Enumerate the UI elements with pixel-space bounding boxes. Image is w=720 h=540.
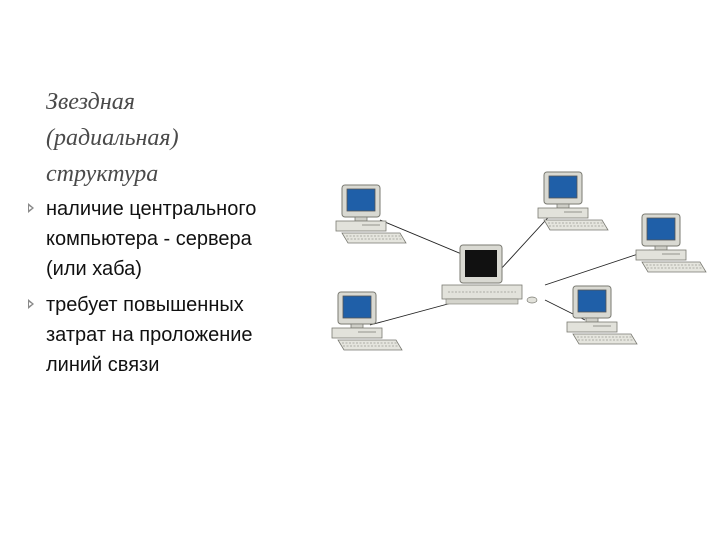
bullet-text: требует повышенных затрат на проложение …	[46, 290, 312, 380]
title-line: Звездная	[46, 89, 135, 115]
bullet-line: затрат на проложение	[46, 324, 253, 346]
bullet-arrow-icon	[28, 299, 34, 309]
slide-title: Звездная (радиальная) структура	[46, 84, 296, 192]
workstation-icon	[537, 171, 609, 231]
bullet-item: требует повышенных затрат на проложение …	[22, 290, 312, 380]
bullet-arrow-icon	[28, 203, 34, 213]
workstation-icon	[331, 291, 403, 351]
bullet-item: наличие центрального компьютера - сервер…	[22, 194, 312, 284]
title-line: структура	[46, 161, 159, 187]
bullet-line: требует повышенных	[46, 294, 244, 316]
bullet-line: (или хаба)	[46, 258, 142, 280]
workstation-icon	[635, 213, 707, 273]
title-line: (радиальная)	[46, 125, 179, 151]
bullet-line: линий связи	[46, 354, 160, 376]
bullet-text: наличие центрального компьютера - сервер…	[46, 194, 312, 284]
workstation-icon	[566, 285, 638, 345]
bullet-list: наличие центрального компьютера - сервер…	[22, 194, 312, 386]
server-icon	[441, 244, 538, 305]
network-link	[544, 249, 651, 286]
workstation-icon	[335, 184, 407, 244]
bullet-line: наличие центрального	[46, 198, 257, 220]
bullet-line: компьютера - сервера	[46, 228, 252, 250]
network-link	[499, 209, 556, 271]
star-network-diagram	[331, 171, 707, 351]
